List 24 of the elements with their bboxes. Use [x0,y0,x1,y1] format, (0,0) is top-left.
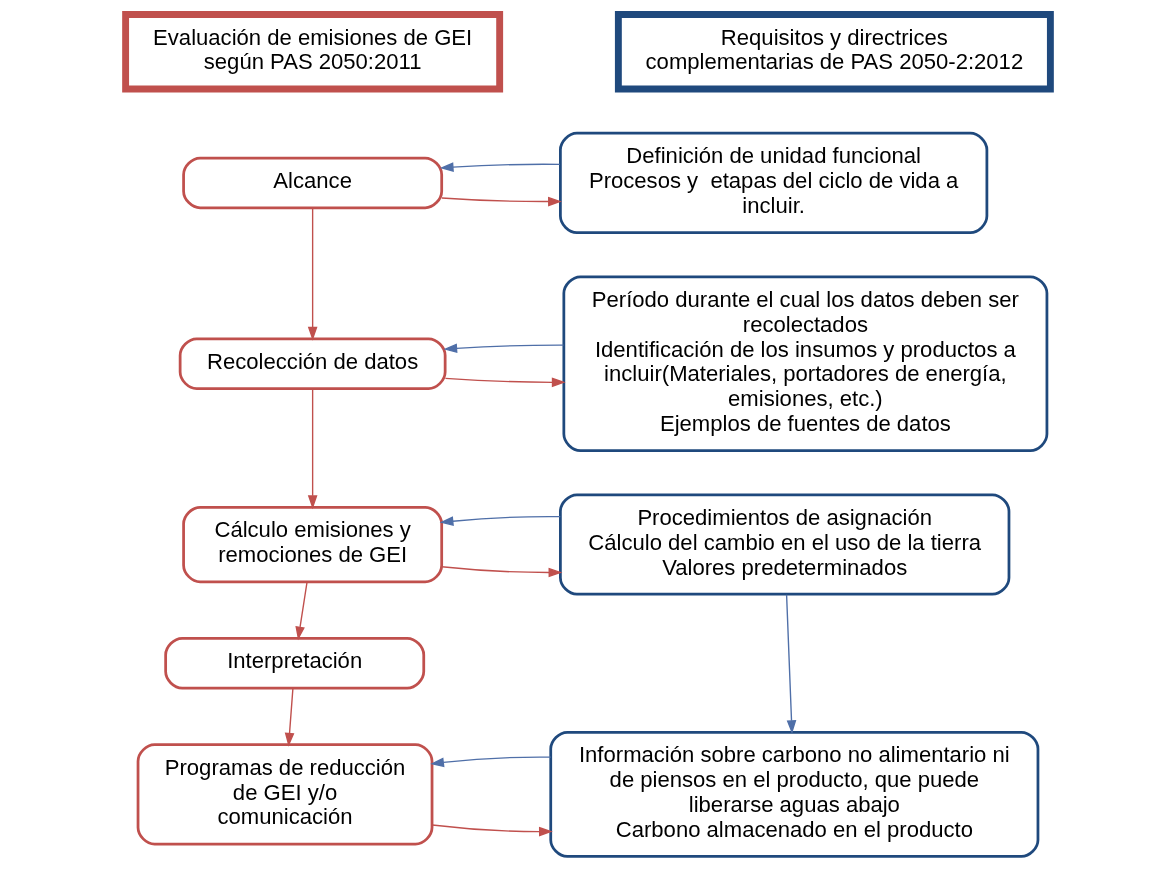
arrow [294,580,308,640]
arrow [429,755,551,767]
arrow [440,196,562,206]
arrow [307,387,317,509]
arrow [307,206,317,341]
node-box: Definición de unidad funcional Procesos y etapas del ciclo de vida a incluir. [558,131,988,234]
arrow [444,377,566,387]
node-box: Información sobre carbono no alimentario ni de piensos en el producto, que puede liberarse aguas abajo Carbono almacenado en el producto [548,730,1039,858]
node-box: Requisitos y directrices complementarias de PAS 2050-2:2012 [614,10,1054,92]
arrow [785,593,796,734]
node-box: Alcance [181,156,443,209]
node-box: Recolección de datos [178,337,446,390]
node-box: Interpretación [163,636,425,689]
node-box: Evaluación de emisiones de GEI según PAS 2050:2011 [121,10,503,92]
arrow [439,161,560,172]
arrow [439,515,561,526]
arrow [284,686,294,747]
node-box: Cálculo emisiones y remociones de GEI [181,505,443,583]
arrow [442,342,564,353]
node-box: Programas de reducción de GEI y/o comunicación [136,742,433,845]
node-box: Período durante el cual los datos deben ser recolectados Identificación de los insumos y productos a incluir(Materiales, portadores de energía, emisiones, etc.) Ejemplos de fuentes de datos [561,274,1048,452]
node-box: Procedimientos de asignación Cálculo del cambio en el uso de la tierra Valores predeterminados [558,492,1010,596]
arrow [431,823,553,836]
arrow [440,565,562,577]
